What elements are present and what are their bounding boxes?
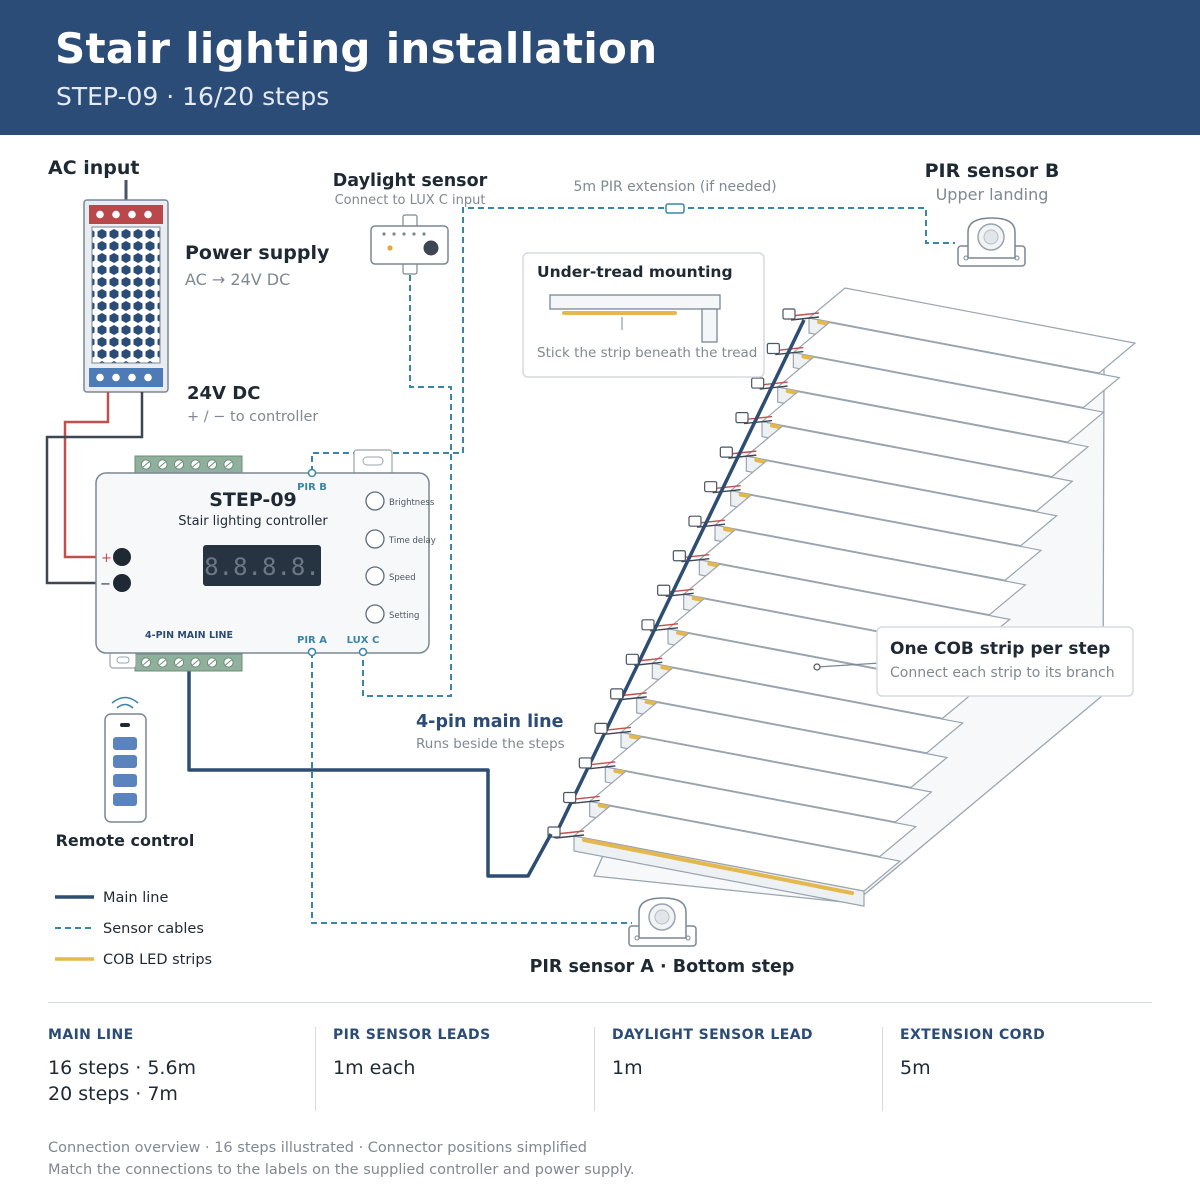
- legend-sensor-label: Sensor cables: [103, 921, 204, 937]
- dc-sublabel: + / − to controller: [187, 409, 318, 425]
- under-tread-card: [522, 252, 765, 378]
- stat-value: 16 steps · 5.6m 20 steps · 7m: [48, 1055, 196, 1107]
- branch-connector: [641, 619, 655, 631]
- branch-connector: [735, 412, 749, 424]
- controller-display: 8.8.8.8.: [204, 553, 320, 581]
- stat-label: MAIN LINE: [48, 1027, 134, 1043]
- stat-pir-leads: PIR SENSOR LEADS 1m each: [333, 1027, 491, 1081]
- power-supply-sublabel: AC → 24V DC: [185, 270, 290, 289]
- legend: Main line Sensor cables COB LED strips: [55, 890, 212, 968]
- dc-label: 24V DC: [187, 383, 260, 404]
- branch-connector: [688, 515, 702, 527]
- main-line-sublabel: Runs beside the steps: [416, 736, 565, 752]
- branch-connector: [563, 791, 577, 804]
- port-pir-b-label: PIR B: [297, 482, 327, 493]
- stat-value: 1m: [612, 1055, 813, 1081]
- wiring-diagram: AC input Power supply AC → 24V DC 24V DC…: [45, 157, 1137, 977]
- daylight-sensor-sublabel: Connect to LUX C input: [335, 193, 486, 208]
- branch-connector: [594, 722, 608, 735]
- power-supply: [83, 180, 169, 393]
- dc-positive-wire: [63, 392, 112, 559]
- stat-label: DAYLIGHT SENSOR LEAD: [612, 1027, 813, 1043]
- divider: [594, 1027, 595, 1111]
- plus-terminal-label: +: [101, 551, 112, 566]
- brightness-button-label: Brightness: [389, 498, 435, 508]
- stat-label: PIR SENSOR LEADS: [333, 1027, 491, 1043]
- stat-line: 1m each: [333, 1057, 416, 1079]
- ac-input-label: AC input: [48, 157, 140, 179]
- cob-callout: [813, 626, 1134, 697]
- port-main-line-label: 4-PIN MAIN LINE: [145, 630, 233, 641]
- header: Stair lighting installation STEP-09 · 16…: [0, 0, 1200, 135]
- branch-connector: [610, 688, 624, 700]
- branch-connector: [704, 481, 718, 493]
- footer-line: Connection overview · 16 steps illustrat…: [48, 1140, 588, 1156]
- time-delay-button-label: Time delay: [388, 536, 436, 546]
- stat-value: 5m: [900, 1055, 1045, 1081]
- under-tread-title: Under-tread mounting: [537, 263, 733, 281]
- branch-connector: [578, 757, 592, 769]
- stat-line: 20 steps · 7m: [48, 1083, 178, 1105]
- stat-value: 1m each: [333, 1055, 491, 1081]
- branch-connector: [657, 584, 671, 596]
- speed-button-label: Speed: [389, 573, 416, 583]
- stat-line: 1m: [612, 1057, 643, 1079]
- legend-main-line-label: Main line: [103, 890, 168, 906]
- pir-a-label: PIR sensor A · Bottom step: [530, 957, 795, 977]
- main-line-cable: [187, 670, 553, 878]
- main-line-label: 4-pin main line: [416, 712, 564, 732]
- divider: [315, 1027, 316, 1111]
- pir-b-label: PIR sensor B: [925, 160, 1060, 182]
- stat-label: EXTENSION CORD: [900, 1027, 1046, 1043]
- port-pir-a-label: PIR A: [297, 635, 327, 646]
- pir-b-cable: [311, 207, 955, 472]
- port-lux-c-label: LUX C: [347, 635, 380, 646]
- cob-callout-sublabel: Connect each strip to its branch: [890, 665, 1115, 681]
- controller: [95, 449, 430, 672]
- footer-notes: Connection overview · 16 steps illustrat…: [48, 1137, 635, 1181]
- main-line-riser-run: [552, 319, 806, 839]
- controller-name: Stair lighting controller: [178, 514, 328, 529]
- pir-a-cable: [311, 652, 632, 924]
- pir-sensor-a: [628, 897, 697, 947]
- stat-line: 16 steps · 5.6m: [48, 1057, 197, 1079]
- divider: [882, 1027, 883, 1111]
- page-title: Stair lighting installation: [55, 24, 658, 73]
- legend-cob-label: COB LED strips: [103, 952, 212, 968]
- extension-label: 5m PIR extension (if needed): [573, 179, 776, 195]
- branch-connector: [766, 342, 780, 355]
- dc-negative-wire: [45, 392, 144, 585]
- stat-daylight-lead: DAYLIGHT SENSOR LEAD 1m: [612, 1027, 813, 1081]
- stair-step: [555, 805, 902, 907]
- remote-control: [104, 696, 147, 823]
- daylight-sensor: [370, 214, 449, 275]
- power-supply-label: Power supply: [185, 242, 330, 264]
- stat-line: 5m: [900, 1057, 931, 1079]
- pir-sensor-b: [957, 217, 1026, 267]
- cob-strip: [582, 838, 854, 896]
- branch-connector: [625, 653, 639, 665]
- footer-line: Match the connections to the labels on t…: [48, 1162, 635, 1178]
- under-tread-sublabel: Stick the strip beneath the tread: [537, 345, 757, 361]
- minus-terminal-label: −: [100, 577, 111, 592]
- cable-lengths-table: MAIN LINE 16 steps · 5.6m 20 steps · 7m …: [48, 1002, 1152, 1112]
- daylight-cable: [362, 275, 452, 697]
- branch-connector: [782, 308, 796, 320]
- branch-connector: [672, 550, 686, 562]
- page-subtitle: STEP-09 · 16/20 steps: [56, 82, 330, 111]
- remote-label: Remote control: [56, 831, 195, 850]
- pir-b-sublabel: Upper landing: [936, 185, 1049, 204]
- setting-button-label: Setting: [389, 611, 419, 621]
- branch-connector: [751, 377, 765, 389]
- stat-extension-cord: EXTENSION CORD 5m: [900, 1027, 1045, 1081]
- staircase: [547, 287, 1137, 907]
- branch-connector: [719, 446, 733, 458]
- daylight-sensor-label: Daylight sensor: [333, 171, 488, 191]
- extension-connector: [665, 203, 685, 214]
- cob-callout-title: One COB strip per step: [890, 639, 1110, 659]
- controller-model: STEP-09: [209, 489, 297, 511]
- stat-main-line: MAIN LINE 16 steps · 5.6m 20 steps · 7m: [48, 1027, 196, 1107]
